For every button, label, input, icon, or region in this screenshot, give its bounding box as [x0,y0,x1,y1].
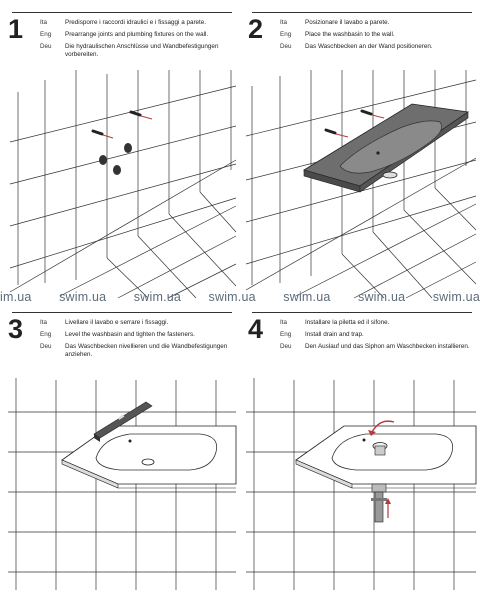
arrow-icon [102,134,114,139]
instruction-text: Das Waschbecken an der Wand positioneren… [305,42,433,50]
divider [252,312,472,313]
basin-placement-illustration [245,70,477,299]
pipe-fitting-icon [99,155,107,165]
basin-leveling-illustration [8,378,237,590]
step-3-panel: 3 Ita Livellare il lavabo e serrare i fis… [0,300,240,600]
wall-fixtures [324,109,385,138]
instruction-text: Die hydraulischen Anschlüsse und Wandbef… [65,42,219,58]
instruction-row: Ita Livellare il lavabo e serrare i fissa… [40,319,236,327]
instruction-row: Deu Die hydraulischen Anschlüsse und Wand… [40,43,236,58]
step-number: 2 [248,14,264,44]
instruction-text: Den Auslauf und das Siphon am Waschbecke… [305,342,470,350]
step-number: 3 [8,314,24,344]
pipe-fitting-icon [113,165,121,175]
instruction-row: Eng Level the washbasin and tighten the f… [40,331,236,339]
divider [252,12,472,13]
step-4-panel: 4 Ita Installare la piletta ed il sifone.… [240,300,480,600]
language-code: Eng [40,30,52,38]
language-code: Ita [40,319,48,326]
instruction-row: Eng Install drain and trap. [280,331,476,339]
instruction-row: Eng Prearrange joints and plumbing fixtur… [40,31,236,39]
instruction-row: Ita Predisporre i raccordi idraulici e i … [40,19,236,27]
instruction-text: Install drain and trap. [305,330,364,338]
language-code: Eng [280,330,292,338]
wall-fixtures [91,110,153,175]
instruction-text: Place the washbasin to the wall. [305,30,395,38]
instruction-text: Predisporre i raccordi idraulici e i fis… [65,19,207,26]
screw-icon [360,109,373,116]
instruction-text: Installare la piletta ed il sifone. [305,319,390,326]
language-code: Ita [40,19,48,26]
divider [12,312,232,313]
instruction-text: Das Waschbecken nivellieren und die Wand… [65,342,228,358]
pipe-fitting-icon [124,143,132,153]
instruction-row: Deu Den Auslauf und das Siphon am Waschbe… [280,343,476,351]
screw-icon [324,128,337,135]
step-instructions: Ita Livellare il lavabo e serrare i fissa… [40,319,236,363]
language-code: Ita [280,19,288,26]
language-code: Eng [40,330,52,338]
arrow-icon [335,133,349,138]
instruction-text: Posizionare il lavabo a parete. [305,19,390,26]
trap-pipe-icon [371,483,387,523]
instruction-text: Level the washbasin and tighten the fast… [65,330,195,338]
instruction-text: Livellare il lavabo e serrare i fissaggi… [65,319,169,326]
step-2-panel: 2 Ita Posizionare il lavabo a parete. Eng… [240,0,480,300]
wall-fixtures-illustration [9,70,237,299]
step-instructions: Ita Installare la piletta ed il sifone. E… [280,319,476,355]
step-number: 1 [8,14,24,44]
tap-hole-icon [128,439,132,443]
rotate-arrow-icon [371,420,395,433]
washbasin [61,401,237,489]
washbasin [295,420,477,523]
language-code: Deu [40,42,52,50]
drain-icon [382,171,398,179]
language-code: Deu [280,342,292,350]
drain-icon [141,458,155,466]
language-code: Deu [40,342,52,350]
language-code: Ita [280,319,288,326]
language-code: Eng [280,30,292,38]
instruction-row: Deu Das Waschbecken an der Wand positione… [280,43,476,51]
arrow-icon [371,114,385,119]
instruction-row: Eng Place the washbasin to the wall. [280,31,476,39]
tap-hole-icon [376,151,380,155]
screw-icon [91,129,104,136]
drain-trap-illustration [246,378,477,590]
language-code: Deu [280,42,292,50]
wall-tile-grid [9,70,237,299]
screw-icon [129,110,142,117]
step-number: 4 [248,314,264,344]
spirit-level-icon [93,401,153,442]
instruction-row: Ita Posizionare il lavabo a parete. [280,19,476,27]
washbasin [303,103,470,193]
instruction-row: Ita Installare la piletta ed il sifone. [280,319,476,327]
step-instructions: Ita Posizionare il lavabo a parete. Eng Pl… [280,19,476,55]
step-instructions: Ita Predisporre i raccordi idraulici e i … [40,19,236,63]
instruction-text: Prearrange joints and plumbing fixtures … [65,30,209,38]
arrow-icon [140,115,153,120]
wall-tile-grid [246,378,476,590]
step-1-panel: 1 Ita Predisporre i raccordi idraulici e … [0,0,240,300]
instruction-row: Deu Das Waschbecken nivellieren und die W… [40,343,236,358]
divider [12,12,232,13]
tap-hole-icon [362,438,366,442]
